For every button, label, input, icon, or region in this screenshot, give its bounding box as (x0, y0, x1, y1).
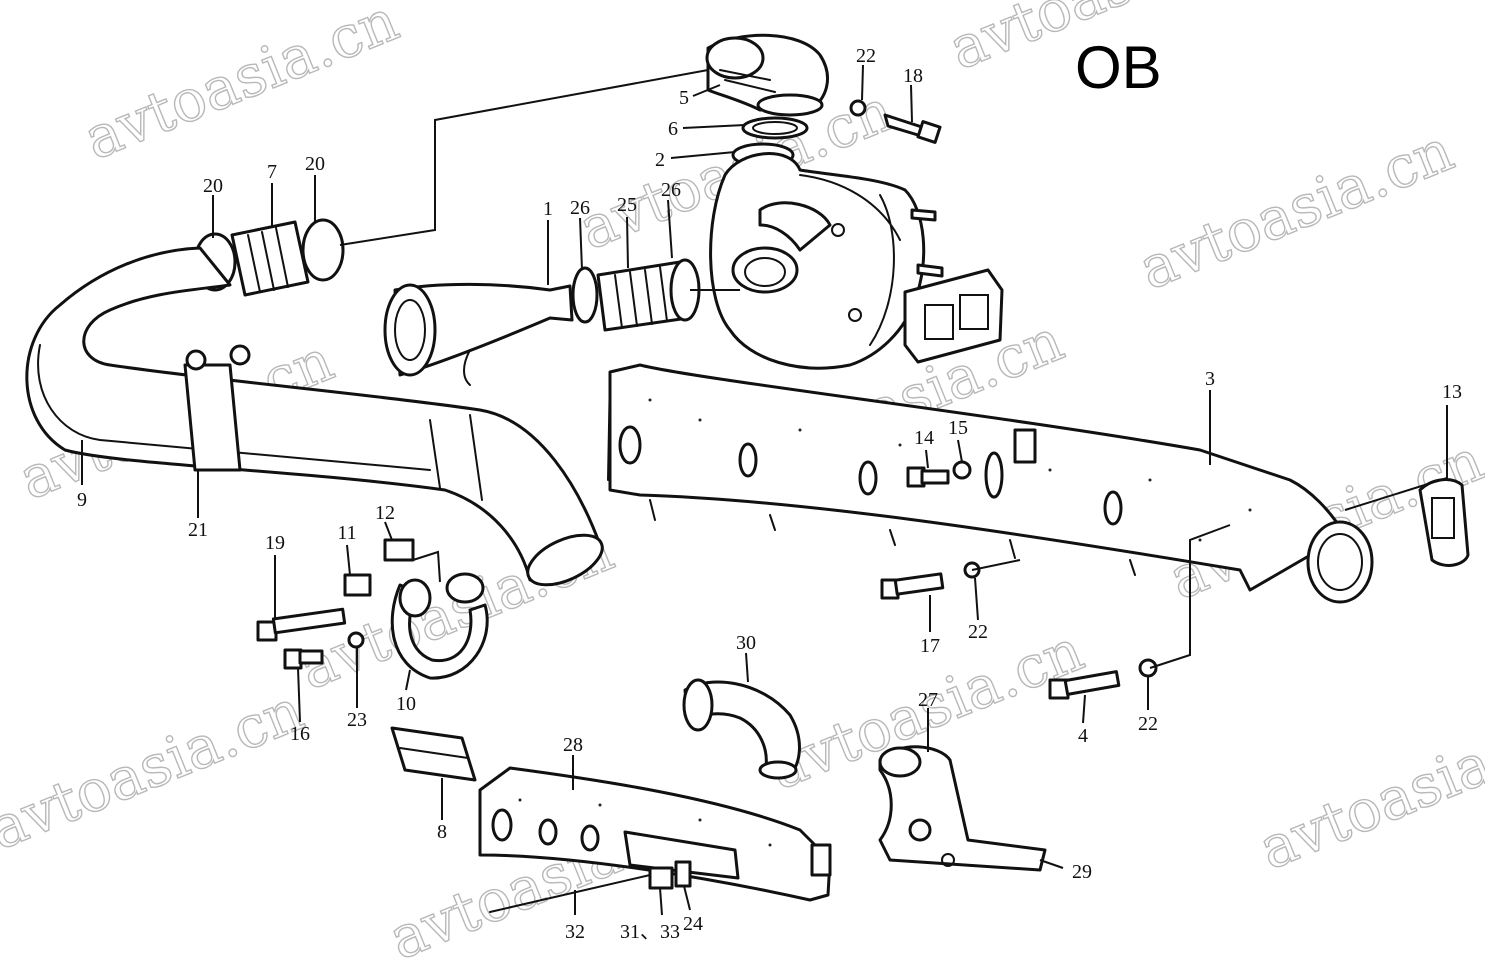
callout-14: 14 (914, 427, 934, 449)
part-18-bolt (883, 113, 942, 144)
callout-20-left: 20 (203, 175, 223, 197)
callout-4: 4 (1078, 725, 1088, 747)
part-16-bolt (283, 648, 324, 670)
callout-15: 15 (948, 417, 968, 439)
callout-21: 21 (188, 519, 208, 541)
callout-24: 24 (683, 913, 703, 935)
callout-10: 10 (396, 693, 416, 715)
part-4-bolt (1048, 670, 1121, 700)
part-19-bolt (256, 607, 347, 642)
watermark-text: avtoasia.cn (1130, 116, 1463, 303)
part-13-gasket (1418, 478, 1470, 567)
part-17-bolt (880, 572, 945, 600)
turbocharger (709, 152, 1004, 370)
watermark-text: avtoasia.cn (1250, 696, 1485, 883)
callout-29: 29 (1072, 861, 1092, 883)
callout-31-33: 31、33 (620, 921, 680, 943)
callout-labels: 1 2 3 4 5 6 7 8 9 10 11 12 13 14 15 16 1… (77, 45, 1462, 943)
callout-26-left: 26 (570, 197, 590, 219)
watermark-text: avtoasia.cn (0, 676, 312, 863)
part-7-hose (230, 220, 310, 297)
callout-18: 18 (903, 65, 923, 87)
callout-17: 17 (920, 635, 940, 657)
callout-11: 11 (337, 522, 356, 544)
part-11-spacer (343, 573, 372, 597)
part-23-nut (347, 631, 365, 649)
part-27-elbow (878, 745, 1047, 872)
callout-3: 3 (1205, 368, 1215, 390)
part-10-clamp (390, 572, 489, 680)
callout-22-mid: 22 (968, 621, 988, 643)
callout-5: 5 (679, 87, 689, 109)
part-21-clamp (183, 344, 251, 472)
part-9-intake-pipe (25, 246, 604, 587)
part-1-reducer (383, 282, 574, 386)
part-14-bolt (906, 466, 950, 488)
callout-2: 2 (655, 149, 665, 171)
part-26-clamp-left (571, 266, 599, 324)
callout-19: 19 (265, 532, 285, 554)
part-15-washer (952, 460, 972, 480)
part-31-33-block (648, 866, 674, 890)
callout-30: 30 (736, 632, 756, 654)
callout-12: 12 (375, 502, 395, 524)
callout-27: 27 (918, 689, 938, 711)
part-12-spacer (383, 538, 415, 562)
callout-9: 9 (77, 489, 87, 511)
leader-lines (81, 64, 1448, 916)
sheet-code: OB (1075, 34, 1162, 101)
part-28-manifold (478, 766, 832, 902)
callout-22-low: 22 (1138, 713, 1158, 735)
part-24-block (674, 860, 692, 888)
callout-32: 32 (565, 921, 585, 943)
callout-13: 13 (1442, 381, 1462, 403)
callout-6: 6 (668, 118, 678, 140)
callout-20-right: 20 (305, 153, 325, 175)
part-8-bracket (390, 726, 477, 782)
callout-23: 23 (347, 709, 367, 731)
part-30-elbow (682, 678, 801, 780)
part-3-exhaust-manifold (607, 363, 1374, 604)
callout-28: 28 (563, 734, 583, 756)
callout-8: 8 (437, 821, 447, 843)
part-5-elbow (705, 33, 829, 117)
part-22-washer-top (849, 99, 867, 117)
part-32-rod (489, 874, 651, 913)
callout-22-top: 22 (856, 45, 876, 67)
callout-26-right: 26 (661, 179, 681, 201)
watermark-text: avtoasia.cn (75, 0, 408, 173)
callout-16: 16 (290, 723, 310, 745)
callout-7: 7 (267, 161, 277, 183)
callout-1: 1 (543, 198, 553, 220)
callout-25: 25 (617, 194, 637, 216)
part-22-washer-low (1138, 658, 1158, 678)
part-20-clamp-right (301, 218, 345, 282)
